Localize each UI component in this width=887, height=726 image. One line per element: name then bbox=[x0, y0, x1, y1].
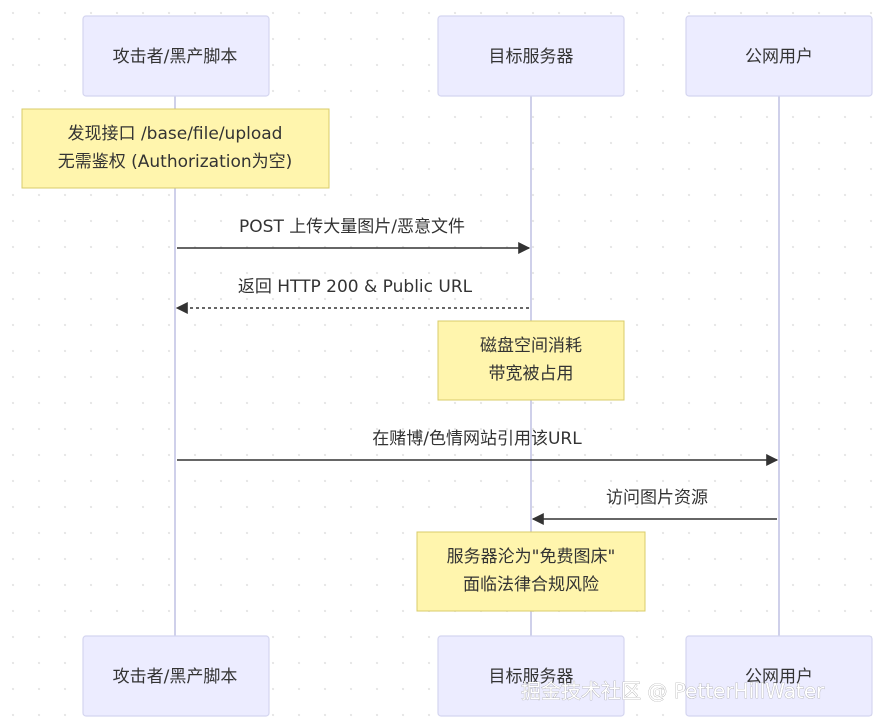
watermark-text: 掘金技术社区 @ PetterHillWater bbox=[521, 679, 825, 703]
participant-label: 公网用户 bbox=[745, 667, 813, 687]
note-resource-consumption: 磁盘空间消耗 带宽被占用 bbox=[437, 320, 625, 401]
message-label: 在赌博/色情网站引用该URL bbox=[372, 429, 582, 449]
participant-label: 目标服务器 bbox=[489, 47, 574, 67]
participant-label: 公网用户 bbox=[745, 47, 813, 67]
note-line: 磁盘空间消耗 bbox=[480, 336, 582, 356]
participant-server-top: 目标服务器 bbox=[437, 15, 625, 97]
message-access-image: 访问图片资源 bbox=[531, 488, 777, 525]
message-label: 返回 HTTP 200 & Public URL bbox=[238, 277, 473, 297]
message-return-url: 返回 HTTP 200 & Public URL bbox=[175, 277, 529, 314]
participant-attacker-top: 攻击者/黑产脚本 bbox=[82, 15, 270, 97]
participant-server-bottom: 目标服务器 bbox=[437, 635, 625, 717]
note-discover-endpoint: 发现接口 /base/file/upload 无需鉴权 (Authorizati… bbox=[21, 108, 330, 189]
note-line: 无需鉴权 (Authorization为空) bbox=[58, 152, 293, 172]
participant-label: 攻击者/黑产脚本 bbox=[113, 47, 238, 67]
participant-label: 攻击者/黑产脚本 bbox=[113, 667, 238, 687]
note-line: 服务器沦为"免费图床" bbox=[447, 547, 616, 567]
participant-label: 目标服务器 bbox=[489, 667, 574, 687]
note-legal-risk: 服务器沦为"免费图床" 面临法律合规风险 bbox=[416, 531, 646, 612]
note-line: 带宽被占用 bbox=[489, 364, 574, 384]
message-label: 访问图片资源 bbox=[606, 488, 708, 508]
message-upload: POST 上传大量图片/恶意文件 bbox=[177, 217, 531, 254]
note-line: 发现接口 /base/file/upload bbox=[68, 124, 283, 144]
note-line: 面临法律合规风险 bbox=[463, 575, 599, 595]
message-label: POST 上传大量图片/恶意文件 bbox=[239, 217, 465, 237]
participant-user-top: 公网用户 bbox=[685, 15, 873, 97]
participant-attacker-bottom: 攻击者/黑产脚本 bbox=[82, 635, 270, 717]
message-reference-url: 在赌博/色情网站引用该URL bbox=[177, 429, 779, 466]
participant-user-bottom: 公网用户 bbox=[685, 635, 873, 717]
